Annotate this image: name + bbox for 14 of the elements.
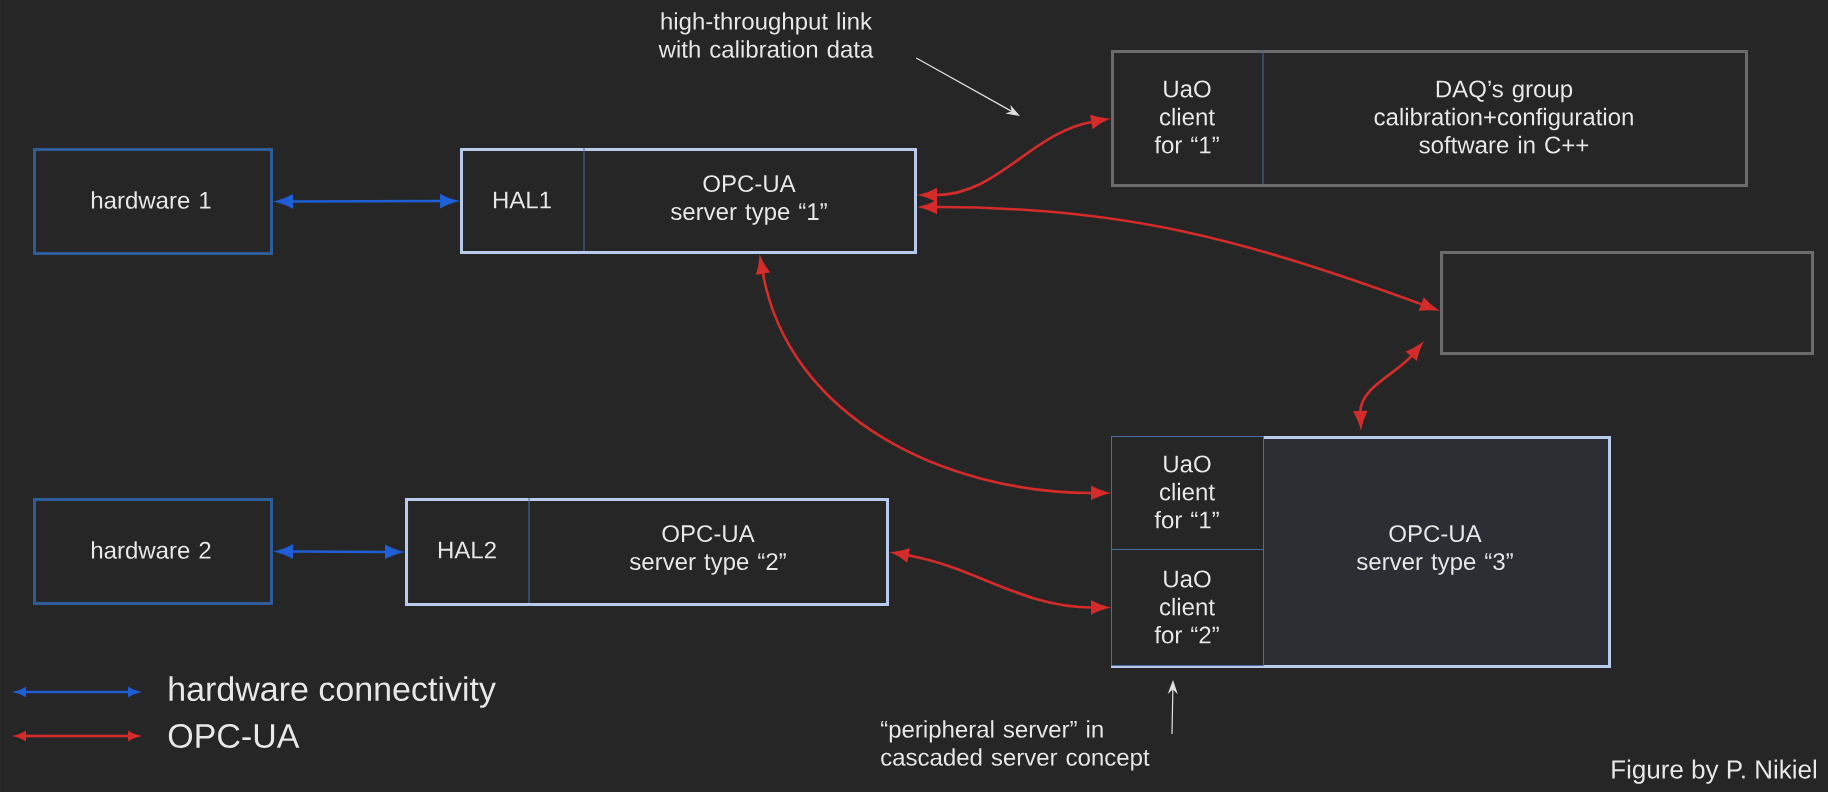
leader-line — [915, 57, 1020, 116]
client-cell: UaO client for “2” — [1111, 549, 1264, 666]
legend-text: hardware connectivity — [169, 676, 496, 708]
client-box: UaO client for “1” DAQ’s group calibration+configuration software in C++ — [1111, 49, 1748, 187]
hardware-box: hardware 1 — [33, 148, 273, 255]
server-box: HAL1 OPC-UA server type “1” — [460, 147, 917, 254]
server-box: HAL2 OPC-UA server type “2” — [405, 497, 889, 606]
annotation-text: “peripheral server” in cascaded server concept — [881, 720, 1150, 771]
application-box — [1440, 251, 1814, 355]
annotation-text: high-throughput link with calibration data — [658, 12, 874, 58]
hardware-box: hardware 2 — [33, 498, 273, 605]
legend-text: OPC-UA — [168, 723, 300, 749]
client-cell: UaO client for “1” — [1111, 436, 1264, 550]
credit-text: Figure by P. Nikiel — [1612, 759, 1816, 784]
